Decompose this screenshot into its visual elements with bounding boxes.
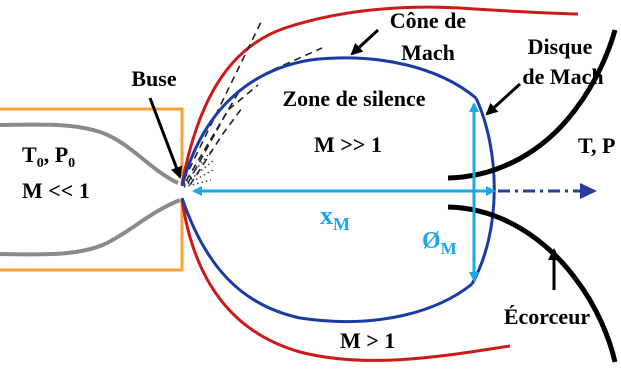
nozzle-outline	[0, 107, 184, 272]
buse-label: Buse	[131, 66, 176, 91]
expansion-fan-dots	[183, 149, 215, 188]
skimmer-lower	[447, 204, 618, 363]
barrel-shock-lower	[180, 197, 473, 324]
flow-direction-arrowhead	[580, 183, 597, 199]
disque-label-line1: Disque	[528, 34, 593, 59]
mach-cone-upper	[180, 5, 579, 185]
barrel-shock-upper	[180, 56, 477, 187]
skimmer-upper	[447, 29, 618, 181]
cone-label-line1: Cône de	[390, 8, 467, 33]
cone-pointer-arrow	[350, 28, 380, 56]
buse-pointer-arrow	[148, 97, 183, 179]
upper-streamline	[0, 122, 179, 185]
mach-cone-lower	[180, 198, 511, 362]
ecorceur-label: Écorceur	[504, 304, 591, 329]
reservoir-mach-label: M << 1	[22, 178, 90, 203]
reservoir-conditions-label: T0, P0	[22, 142, 75, 171]
dm-label: ØM	[422, 228, 457, 258]
silence-mach-label: M >> 1	[314, 132, 382, 157]
ambient-conditions-label: T, P	[578, 133, 615, 158]
outer-mach-label: M > 1	[340, 328, 395, 353]
lower-streamline	[0, 198, 181, 257]
zone-silence-label: Zone de silence	[283, 86, 426, 111]
disque-label-line2: de Mach	[522, 64, 603, 89]
cone-label-line2: Mach	[401, 40, 455, 65]
xm-label: xM	[320, 201, 350, 234]
disque-pointer-arrow	[485, 82, 522, 116]
